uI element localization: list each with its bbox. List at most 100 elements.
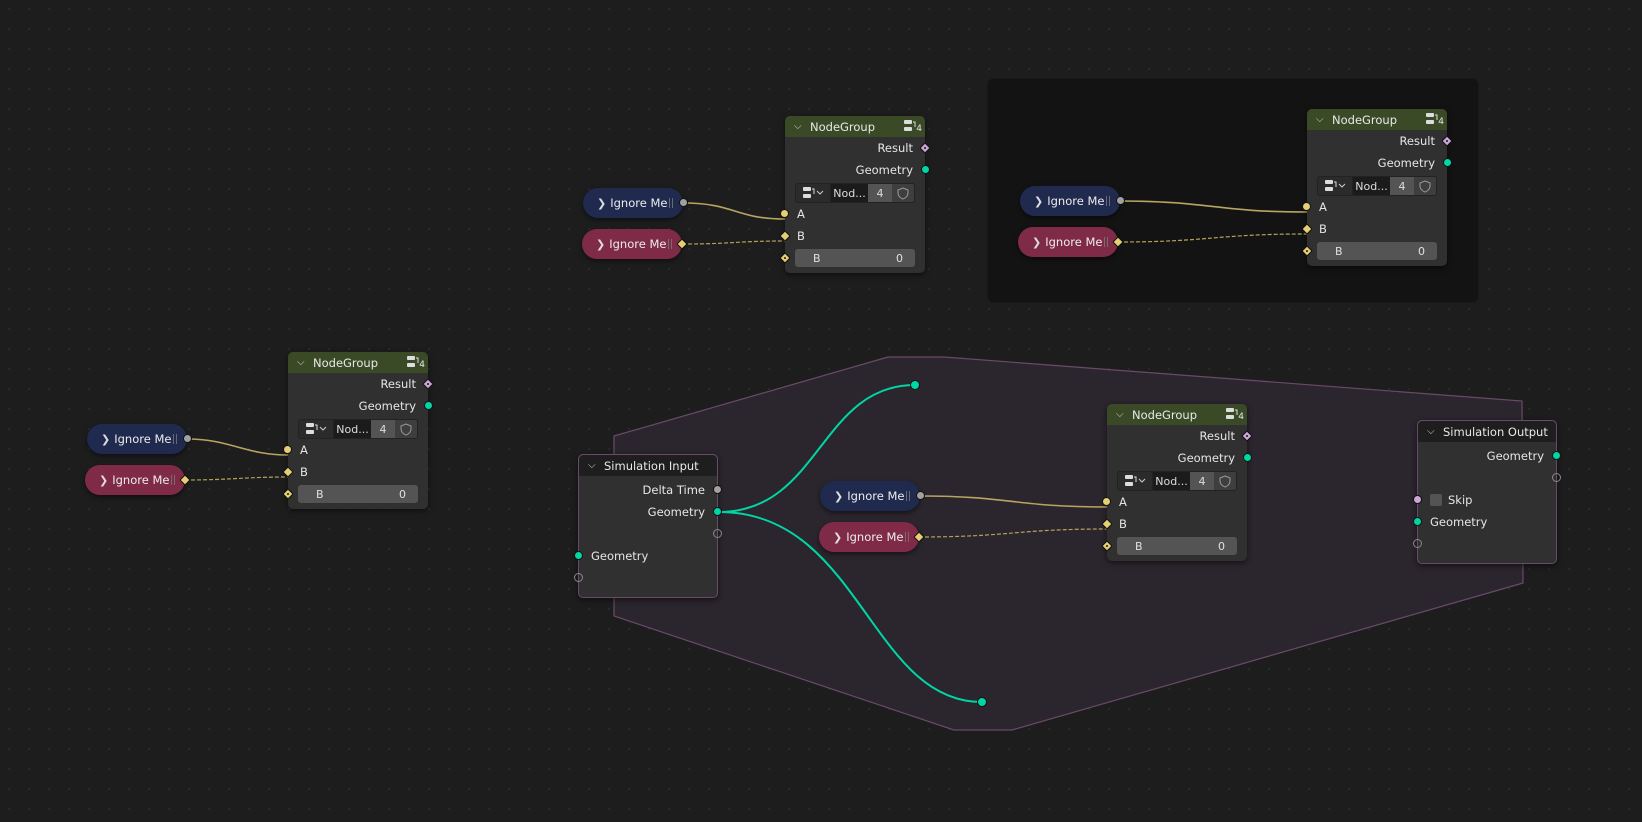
float-socket[interactable] [679, 198, 688, 207]
geometry-socket[interactable] [713, 507, 722, 516]
shield-icon[interactable] [1414, 177, 1436, 195]
float-socket[interactable] [916, 491, 925, 500]
node-tree-icon[interactable] [1318, 177, 1353, 195]
simulation-output-node[interactable]: ⌵ Simulation Output Geometry Skip Geomet… [1413, 420, 1561, 564]
geometry-socket[interactable] [1413, 517, 1422, 526]
user-count-button[interactable]: 4 [1190, 472, 1214, 490]
geometry-socket[interactable] [1552, 451, 1561, 460]
reroute-label: Ignore Me [846, 530, 904, 544]
node-header[interactable]: ⌵ Simulation Output [1418, 421, 1556, 442]
reroute-ignore-me[interactable]: ❯ Ignore Me [820, 481, 925, 511]
extend-socket[interactable] [713, 529, 722, 538]
field-value: 0 [399, 487, 406, 501]
node-group[interactable]: ⌵ NodeGroup 4 Result Geometry Nod... 4 A… [1101, 404, 1253, 561]
geometry-socket[interactable] [574, 551, 583, 560]
node-tree-icon[interactable] [1118, 472, 1153, 490]
geometry-socket[interactable] [1243, 453, 1252, 462]
node-header[interactable]: ⌵ NodeGroup 4 [1107, 404, 1247, 425]
reroute-ignore-me[interactable]: ❯ Ignore Me [1018, 227, 1124, 257]
node-tree-name[interactable]: Nod... [334, 420, 371, 438]
socket-label: B [797, 229, 805, 243]
socket-label: Result [1199, 429, 1235, 443]
link-float-to-a [1118, 200, 1308, 213]
chevron-down-icon[interactable]: ⌵ [588, 460, 596, 471]
node-header[interactable]: ⌵ NodeGroup 4 [288, 352, 428, 373]
float-socket[interactable] [183, 434, 192, 443]
socket-label: Skip [1448, 493, 1473, 507]
reroute-ignore-me[interactable]: ❯ Ignore Me [819, 522, 925, 552]
input-a: A [780, 203, 925, 225]
float-socket[interactable] [283, 445, 292, 454]
user-count-button[interactable]: 4 [1390, 177, 1414, 195]
grip-icon [905, 532, 909, 542]
reroute-ignore-me[interactable]: ❯ Ignore Me [1020, 186, 1125, 216]
reroute-ignore-me[interactable]: ❯ Ignore Me [85, 465, 191, 495]
float-socket[interactable] [713, 485, 722, 494]
socket-label: A [1319, 200, 1327, 214]
float-socket[interactable] [1102, 497, 1111, 506]
float-socket[interactable] [1302, 202, 1311, 211]
chevron-down-icon[interactable]: ⌵ [1116, 409, 1124, 420]
user-count-button[interactable]: 4 [868, 184, 892, 202]
float-socket[interactable] [1116, 196, 1125, 205]
bool-socket[interactable] [1413, 495, 1422, 504]
node-tree-selector[interactable]: Nod... 4 [1117, 471, 1237, 491]
input-a: A [283, 439, 428, 461]
node-tree-icon[interactable] [796, 184, 831, 202]
user-count-button[interactable]: 4 [371, 420, 395, 438]
chevron-down-icon[interactable]: ⌵ [794, 121, 802, 132]
reroute-ignore-me[interactable]: ❯ Ignore Me [583, 188, 688, 218]
output-geometry: Geometry [1418, 445, 1561, 467]
user-count: 4 [419, 360, 425, 370]
node-header[interactable]: ⌵ NodeGroup 4 [785, 116, 925, 137]
field-value: 0 [1418, 244, 1425, 258]
shield-icon[interactable] [1214, 472, 1236, 490]
skip-checkbox[interactable] [1430, 494, 1442, 506]
socket-label: Result [380, 377, 416, 391]
geometry-socket[interactable] [1443, 158, 1452, 167]
node-tree-icon[interactable] [299, 420, 334, 438]
node-tree-name[interactable]: Nod... [831, 184, 868, 202]
node-group[interactable]: ⌵ NodeGroup 4 Result Geometry Nod... 4 A… [282, 352, 434, 509]
link-int-to-b [1117, 233, 1308, 243]
extend-socket[interactable] [1413, 539, 1422, 548]
node-tree-name[interactable]: Nod... [1153, 472, 1190, 490]
node-tree-selector[interactable]: Nod... 4 [1317, 176, 1437, 196]
shield-icon[interactable] [892, 184, 914, 202]
node-group[interactable]: ⌵ NodeGroup 4 Result Geometry Nod... 4 A… [779, 116, 931, 273]
node-tree-selector[interactable]: Nod... 4 [298, 419, 418, 439]
node-header[interactable]: ⌵ NodeGroup 4 [1307, 109, 1447, 130]
socket-label: Delta Time [642, 483, 705, 497]
output-extend [579, 523, 722, 545]
node-title: NodeGroup [1332, 112, 1398, 127]
chevron-right-icon: ❯ [101, 432, 111, 446]
reroute-ignore-me[interactable]: ❯ Ignore Me [582, 229, 688, 259]
extend-socket[interactable] [1552, 473, 1561, 482]
simulation-input-node[interactable]: ⌵ Simulation Input Delta Time Geometry G… [574, 454, 722, 598]
shield-icon[interactable] [395, 420, 417, 438]
node-header[interactable]: ⌵ Simulation Input [579, 455, 717, 476]
output-delta-time: Delta Time [579, 479, 722, 501]
geometry-socket[interactable] [424, 401, 433, 410]
simulation-zone[interactable] [613, 356, 1524, 731]
socket-label: A [1119, 495, 1127, 509]
grip-icon [669, 198, 673, 208]
node-tree-selector[interactable]: Nod... 4 [795, 183, 915, 203]
reroute-ignore-me[interactable]: ❯ Ignore Me [87, 424, 192, 454]
grip-icon [668, 239, 672, 249]
extend-socket[interactable] [574, 573, 583, 582]
chevron-down-icon[interactable]: ⌵ [297, 357, 305, 368]
chevron-down-icon[interactable]: ⌵ [1316, 114, 1324, 125]
geometry-socket[interactable] [921, 165, 930, 174]
node-tree-name[interactable]: Nod... [1353, 177, 1390, 195]
chevron-down-icon[interactable]: ⌵ [1427, 426, 1435, 437]
socket-label: Geometry [1177, 451, 1235, 465]
node-group[interactable]: ⌵ NodeGroup 4 Result Geometry Nod... 4 A… [1301, 109, 1453, 266]
float-socket[interactable] [780, 209, 789, 218]
grip-icon [171, 475, 175, 485]
